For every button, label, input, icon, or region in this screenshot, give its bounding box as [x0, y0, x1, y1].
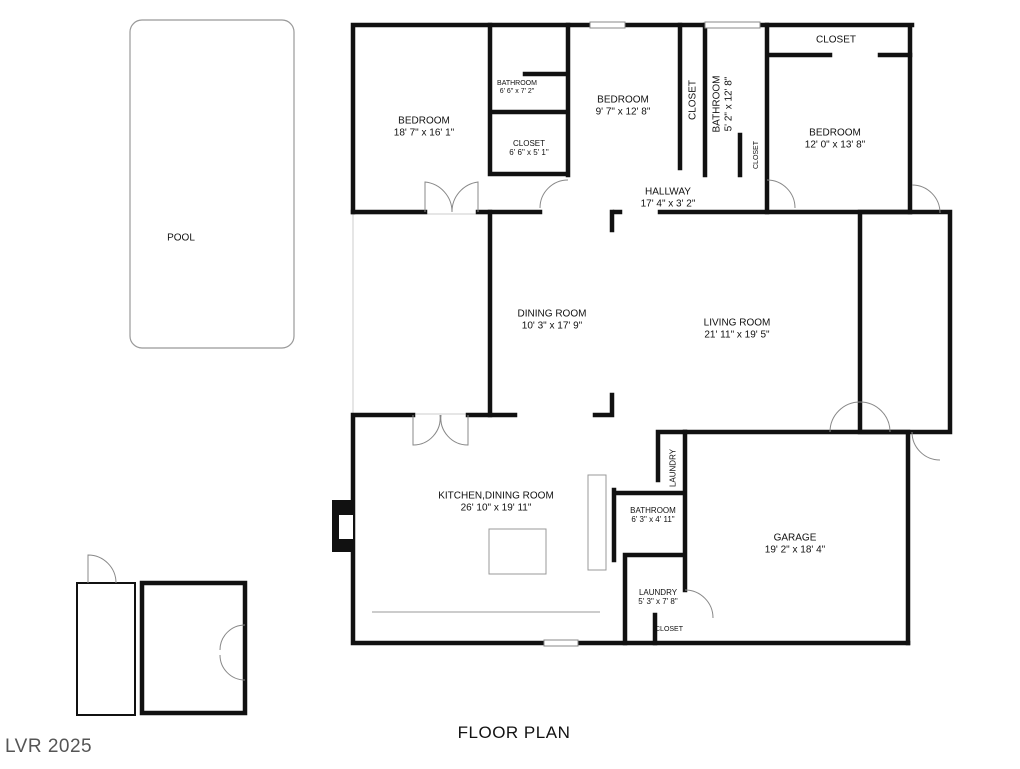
room-name: KITCHEN,DINING ROOM — [438, 490, 554, 502]
room-dims: 6' 6" x 5' 1" — [509, 148, 549, 157]
shed — [139, 580, 248, 716]
pool-outline — [129, 19, 295, 349]
room-name: BEDROOM — [597, 94, 649, 106]
room-closet-4: CLOSET — [816, 34, 856, 46]
room-dims: 12' 0" x 13' 8" — [804, 139, 866, 150]
room-name: GARAGE — [773, 532, 817, 544]
room-laundry-1: LAUNDRY — [668, 449, 677, 487]
plan-title: FLOOR PLAN — [457, 723, 571, 742]
room-name: CLOSET — [687, 79, 699, 121]
room-dims: 5' 2" x 12' 8" — [723, 76, 734, 132]
room-closet-3: CLOSET — [753, 141, 761, 169]
room-dims: 21' 11" x 19' 5" — [704, 329, 770, 340]
room-name: CLOSET — [654, 625, 684, 633]
watermark: LVR 2025 — [5, 736, 93, 757]
room-dims: 17' 4" x 3' 2" — [640, 198, 696, 209]
room-name: CLOSET — [512, 138, 546, 148]
storage-box — [76, 582, 136, 716]
patio-outline — [352, 213, 491, 415]
room-name: LAUNDRY — [668, 448, 678, 488]
room-name: HALLWAY — [645, 186, 691, 198]
room-dims: 26' 10" x 19' 11" — [460, 502, 532, 513]
room-dims: 18' 7" x 16' 1" — [393, 127, 455, 138]
room-name: BATHROOM — [711, 75, 723, 133]
room-name: POOL — [167, 232, 195, 244]
room-dims: 6' 3" x 4' 11" — [631, 515, 675, 524]
room-dims: 19' 2" x 18' 4" — [764, 544, 826, 555]
walls — [350, 22, 953, 646]
room-name: LIVING ROOM — [703, 317, 771, 329]
room-name: BEDROOM — [398, 115, 450, 127]
room-closet-5: CLOSET — [655, 626, 683, 634]
room-name: LAUNDRY — [638, 587, 678, 597]
room-name: CLOSET — [752, 140, 760, 170]
doors — [412, 179, 941, 619]
kitchen-island — [488, 528, 547, 575]
room-name: BATHROOM — [630, 505, 676, 515]
room-closet-2: CLOSET — [687, 80, 699, 120]
room-dims: 10' 3" x 17' 9" — [521, 320, 583, 331]
room-dims: 9' 7" x 12' 8" — [595, 106, 651, 117]
room-name: DINING ROOM — [517, 308, 587, 320]
room-name: BEDROOM — [809, 127, 861, 139]
room-pool: POOL — [167, 232, 195, 244]
room-dims: 5' 3" x 7' 8" — [638, 597, 678, 606]
room-dims: 6' 6" x 7' 2" — [499, 88, 535, 95]
room-name: CLOSET — [815, 34, 857, 46]
room-name: BATHROOM — [497, 79, 537, 87]
